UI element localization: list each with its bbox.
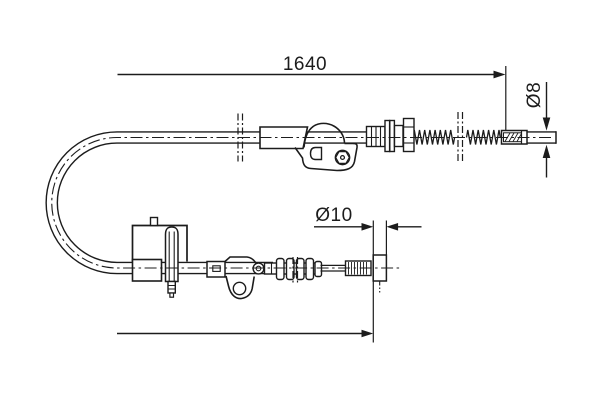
adjuster-castle-nut	[402, 117, 415, 153]
equalizer-box	[131, 216, 188, 262]
adjuster-bolt-vertical	[164, 226, 179, 298]
bolt-stem	[167, 280, 177, 294]
dimension-dia10-label: Ø10	[315, 205, 352, 226]
bracket-plate	[294, 142, 358, 172]
bracket-hex-bolt	[334, 149, 351, 166]
mounting-bracket-bottom	[224, 256, 259, 300]
bracket-dome	[303, 122, 346, 148]
cable-clamp	[131, 258, 163, 282]
arrowhead-down	[542, 117, 551, 131]
mounting-bracket-top	[294, 122, 358, 172]
center-lines	[51, 136, 551, 293]
arrowhead-left	[386, 223, 399, 231]
arrowhead-up	[542, 144, 551, 158]
bracket-hole	[232, 281, 247, 296]
bracket-slot-hole	[309, 146, 323, 161]
dimension-cable-diameter: Ø8	[524, 82, 551, 178]
arrowhead-right	[361, 223, 374, 231]
bolt-tip	[169, 292, 175, 298]
arrowhead-right	[493, 70, 506, 79]
box-top-pin	[149, 216, 159, 227]
cable-path	[45, 131, 557, 275]
dimension-fitting-diameter: Ø10	[314, 205, 422, 343]
dimension-overall-length-label: 1640	[283, 54, 327, 75]
dimension-overall-length: 1640	[117, 54, 507, 131]
stop-fitting	[206, 260, 226, 278]
cable-adjuster	[365, 117, 415, 153]
arrowhead-right	[361, 329, 374, 338]
dimension-lower-length	[117, 329, 374, 338]
dimension-dia8-label: Ø8	[524, 82, 545, 108]
adjuster-flange	[389, 119, 396, 153]
adjuster-flange	[384, 119, 391, 153]
